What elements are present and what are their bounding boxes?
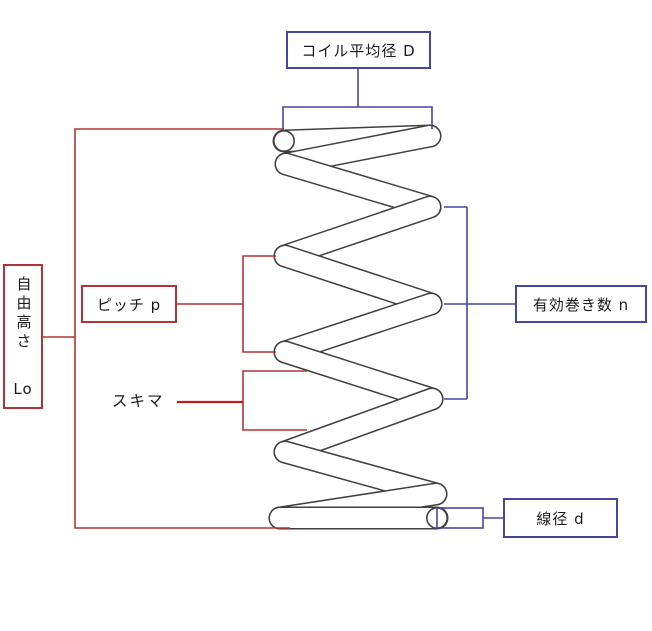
pitch-label: ピッチ p bbox=[81, 285, 177, 323]
coil-diameter-bracket bbox=[282, 69, 433, 129]
wire-diameter-label: 線径 d bbox=[503, 498, 618, 538]
free-height-text: 自由高さ bbox=[14, 276, 33, 352]
active-coils-bracket bbox=[444, 206, 515, 400]
coil-mean-diameter-label: コイル平均径 D bbox=[286, 31, 431, 69]
pitch-bracket bbox=[177, 255, 276, 353]
free-height-symbol: Lo bbox=[13, 380, 33, 398]
spring-coil bbox=[268, 124, 449, 530]
wire-diameter-marker bbox=[436, 507, 503, 529]
active-coils-label: 有効巻き数 n bbox=[515, 285, 647, 323]
free-height-bracket bbox=[43, 128, 290, 529]
free-height-label: 自由高さ Lo bbox=[3, 264, 43, 409]
wire-end-top-icon bbox=[272, 130, 295, 153]
clearance-label: スキマ bbox=[112, 392, 165, 410]
clearance-bracket bbox=[177, 370, 307, 431]
